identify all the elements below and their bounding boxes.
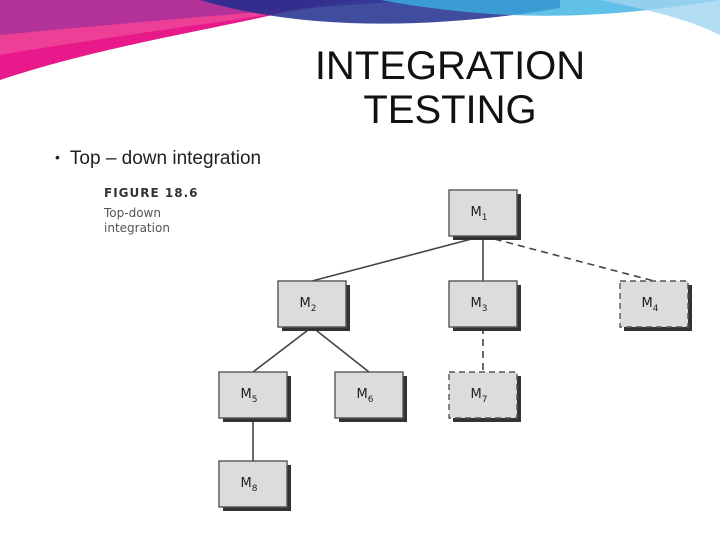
bullet-dot-icon: • bbox=[55, 149, 60, 165]
edge-m1-m4 bbox=[482, 235, 655, 282]
module-label: M4 bbox=[642, 296, 659, 314]
module-rect bbox=[218, 371, 288, 419]
module-rect bbox=[334, 371, 404, 419]
module-label: M8 bbox=[241, 476, 258, 494]
edge-m2-m6 bbox=[311, 326, 370, 373]
module-label: M6 bbox=[357, 387, 374, 405]
module-rect bbox=[218, 460, 288, 508]
figure-caption: Top-down integration bbox=[104, 206, 170, 235]
figure-label: FIGURE 18.6 bbox=[104, 186, 199, 200]
module-label: M5 bbox=[241, 387, 258, 405]
module-box-m1: M1 bbox=[448, 189, 521, 240]
module-box-m7: M7 bbox=[448, 371, 521, 422]
module-rect bbox=[448, 371, 518, 419]
light-swoosh bbox=[600, 0, 720, 35]
module-box-m2: M2 bbox=[277, 280, 350, 331]
module-label: M2 bbox=[300, 296, 317, 314]
bullet-text: Top – down integration bbox=[69, 148, 262, 169]
title-line-2: TESTING bbox=[363, 88, 537, 132]
module-label: M3 bbox=[471, 296, 488, 314]
module-rect bbox=[448, 280, 518, 328]
title-line-1: INTEGRATION bbox=[314, 44, 586, 88]
module-box-m4: M4 bbox=[619, 280, 692, 331]
edge-m2-m5 bbox=[252, 326, 313, 373]
slide-title: INTEGRATION TESTING bbox=[300, 44, 600, 132]
module-box-m6: M6 bbox=[334, 371, 407, 422]
purple-swoosh bbox=[0, 0, 420, 35]
header-swoosh-decoration bbox=[0, 0, 720, 80]
module-box-m3: M3 bbox=[448, 280, 521, 331]
module-box-m5: M5 bbox=[218, 371, 291, 422]
bullet-item: • Top – down integration bbox=[55, 148, 261, 170]
module-rect bbox=[448, 189, 518, 237]
edge-m1-m2 bbox=[311, 235, 484, 282]
module-box-m8: M8 bbox=[218, 460, 291, 511]
module-rect bbox=[619, 280, 689, 328]
module-label: M1 bbox=[471, 205, 488, 223]
module-rect bbox=[277, 280, 347, 328]
module-label: M7 bbox=[471, 387, 488, 405]
